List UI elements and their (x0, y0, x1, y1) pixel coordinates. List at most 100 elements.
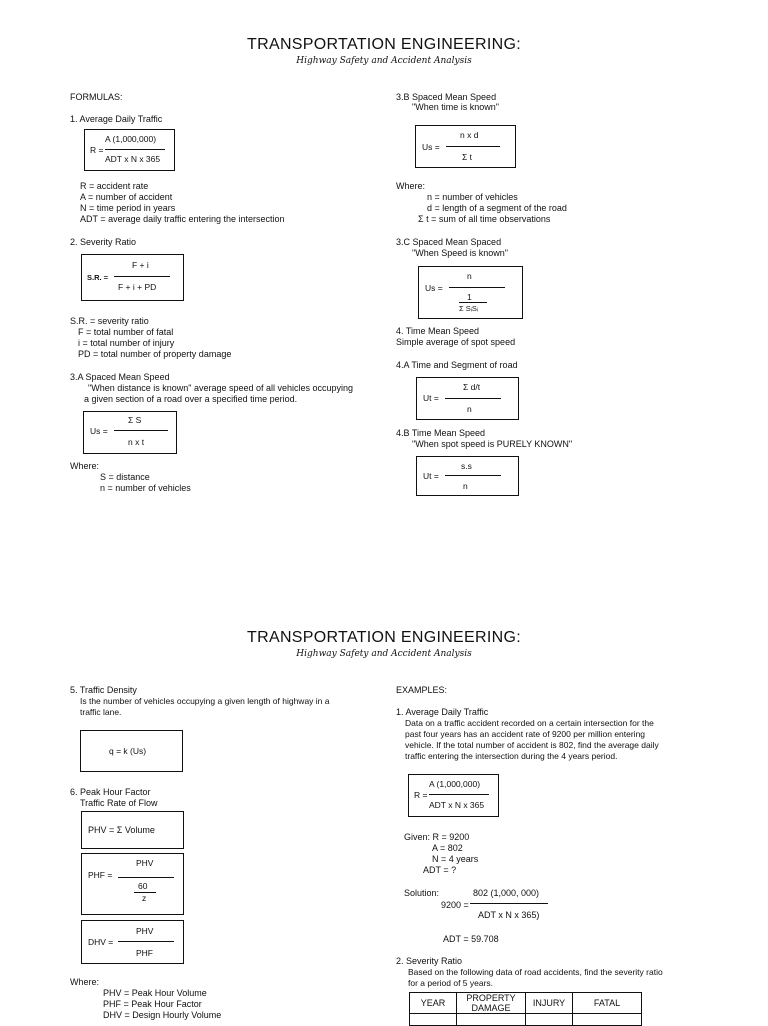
given-value: ADT = ? (423, 865, 457, 875)
data-table: YEAR PROPERTY DAMAGE INJURY FATAL (409, 992, 642, 1026)
fraction-bar (445, 398, 501, 399)
description: Simple average of spot speed (396, 337, 516, 347)
formula-box: Ut = s.s n (416, 456, 519, 496)
solution-label: Solution: (404, 888, 440, 898)
section-heading: 1. Average Daily Traffic (70, 114, 163, 124)
fraction-bar (445, 475, 501, 476)
formula-denominator: Σ t (462, 152, 472, 162)
formula-lhs: Us = (422, 142, 440, 152)
formula-lhs: R = (90, 145, 104, 155)
table-header-row: YEAR PROPERTY DAMAGE INJURY FATAL (409, 992, 642, 1014)
fraction-bar (118, 877, 174, 878)
formula-inner-denominator: Σ SᵢSᵢ (459, 304, 479, 313)
page-subtitle: Highway Safety and Accident Analysis (296, 56, 472, 66)
fraction-bar (429, 794, 489, 795)
given-value: N = 4 years (432, 854, 479, 864)
formula-numerator: n (467, 271, 472, 281)
section-heading: 2. Severity Ratio (70, 237, 137, 247)
section-heading: 3.A Spaced Mean Speed (70, 372, 170, 382)
definition: d = length of a segment of the road (427, 203, 567, 213)
description: a given section of a road over a specifi… (84, 394, 298, 404)
formulas-heading: FORMULAS: (70, 92, 123, 102)
formula-denominator: ADT x N x 365 (429, 800, 485, 810)
section-heading: 5. Traffic Density (70, 685, 137, 695)
table-header: PROPERTY DAMAGE (456, 992, 526, 1014)
formula-numerator: PHV (136, 858, 154, 868)
examples-heading: EXAMPLES: (396, 685, 448, 695)
formula-numerator: Σ d/t (463, 382, 481, 392)
fraction-bar (134, 892, 156, 893)
formula-lhs: Us = (90, 426, 108, 436)
section-heading: 2. Severity Ratio (396, 956, 463, 966)
table-header: FATAL (572, 992, 642, 1014)
section-heading: 3.B Spaced Mean Speed (396, 92, 497, 102)
formula-denominator: n x t (128, 437, 145, 447)
formula-inner-numerator: 1 (467, 292, 472, 302)
example-text-line: vehicle. If the total number of accident… (405, 740, 659, 750)
formula-lhs: 9200 = (441, 900, 469, 910)
formula-numerator: A (1,000,000) (105, 134, 157, 144)
definition: ADT = average daily traffic entering the… (80, 214, 285, 224)
given-label: Given: R = 9200 (404, 832, 470, 842)
fraction-bar (446, 146, 500, 147)
formula-text: q = k (Us) (109, 746, 147, 756)
definition: i = total number of injury (78, 338, 175, 348)
formula-box: Us = Σ S n x t (83, 411, 177, 454)
description: "When time is known" (412, 102, 499, 112)
formula-lhs: S.R. = (87, 273, 109, 282)
description: Traffic Rate of Flow (80, 798, 158, 808)
definition: F = total number of fatal (78, 327, 174, 337)
description: traffic lane. (80, 707, 122, 717)
definition: A = number of accident (80, 192, 173, 202)
example-text-line: Data on a traffic accident recorded on a… (405, 718, 654, 728)
section-heading: 4. Time Mean Speed (396, 326, 480, 336)
formula-lhs: Us = (425, 283, 443, 293)
formula-lhs: PHF = (88, 870, 113, 880)
formula-box: R = A (1,000,000) ADT x N x 365 (84, 129, 175, 171)
fraction-bar (459, 302, 487, 303)
fraction-bar (118, 941, 174, 942)
given-value: A = 802 (432, 843, 463, 853)
fraction-bar (105, 149, 165, 150)
formula-denominator: n (467, 404, 472, 414)
where-label: Where: (70, 977, 100, 987)
fraction-bar (470, 903, 548, 904)
formula-box: Us = n x d Σ t (415, 125, 516, 168)
formula-box: R = A (1,000,000) ADT x N x 365 (408, 774, 499, 817)
fraction-bar (449, 287, 505, 288)
definition: R = accident rate (80, 181, 149, 191)
example-text-line: past four years has an accident rate of … (405, 729, 646, 739)
example-text-line: traffic entering the intersection during… (405, 751, 618, 761)
formula-inner-numerator: 60 (138, 881, 148, 891)
example-text-line: Based on the following data of road acci… (408, 967, 663, 977)
formula-lhs: Ut = (423, 393, 439, 403)
formula-box: PHF = PHV 60 z (81, 853, 184, 915)
formula-denominator: ADT x N x 365) (478, 910, 540, 920)
definition: N = time period in years (80, 203, 176, 213)
description: "When spot speed is PURELY KNOWN" (412, 439, 573, 449)
description: "When Speed is known" (412, 248, 508, 258)
formula-denominator: n (463, 481, 468, 491)
definition: PHF = Peak Hour Factor (103, 999, 202, 1009)
definition: DHV = Design Hourly Volume (103, 1010, 222, 1020)
formula-box: PHV = Σ Volume (81, 811, 184, 849)
formula-box: DHV = PHV PHF (81, 920, 184, 964)
section-heading: 6. Peak Hour Factor (70, 787, 151, 797)
definition: n = number of vehicles (427, 192, 518, 202)
where-label: Where: (396, 181, 426, 191)
description: Is the number of vehicles occupying a gi… (80, 696, 330, 706)
formula-inner-denominator: z (142, 893, 147, 903)
fraction-bar (114, 430, 168, 431)
definition: n = number of vehicles (100, 483, 191, 493)
page-title: TRANSPORTATION ENGINEERING: (247, 36, 521, 53)
formula-numerator: Σ S (128, 415, 142, 425)
formula-lhs: Ut = (423, 471, 439, 481)
fraction-bar (114, 276, 170, 277)
section-heading: 4.B Time Mean Speed (396, 428, 486, 438)
definition: PD = total number of property damage (78, 349, 232, 359)
formula-numerator: F + i (132, 260, 149, 270)
section-heading: 4.A Time and Segment of road (396, 360, 518, 370)
where-label: Where: (70, 461, 100, 471)
formula-lhs: R = (414, 790, 428, 800)
table-header: INJURY (525, 992, 573, 1014)
